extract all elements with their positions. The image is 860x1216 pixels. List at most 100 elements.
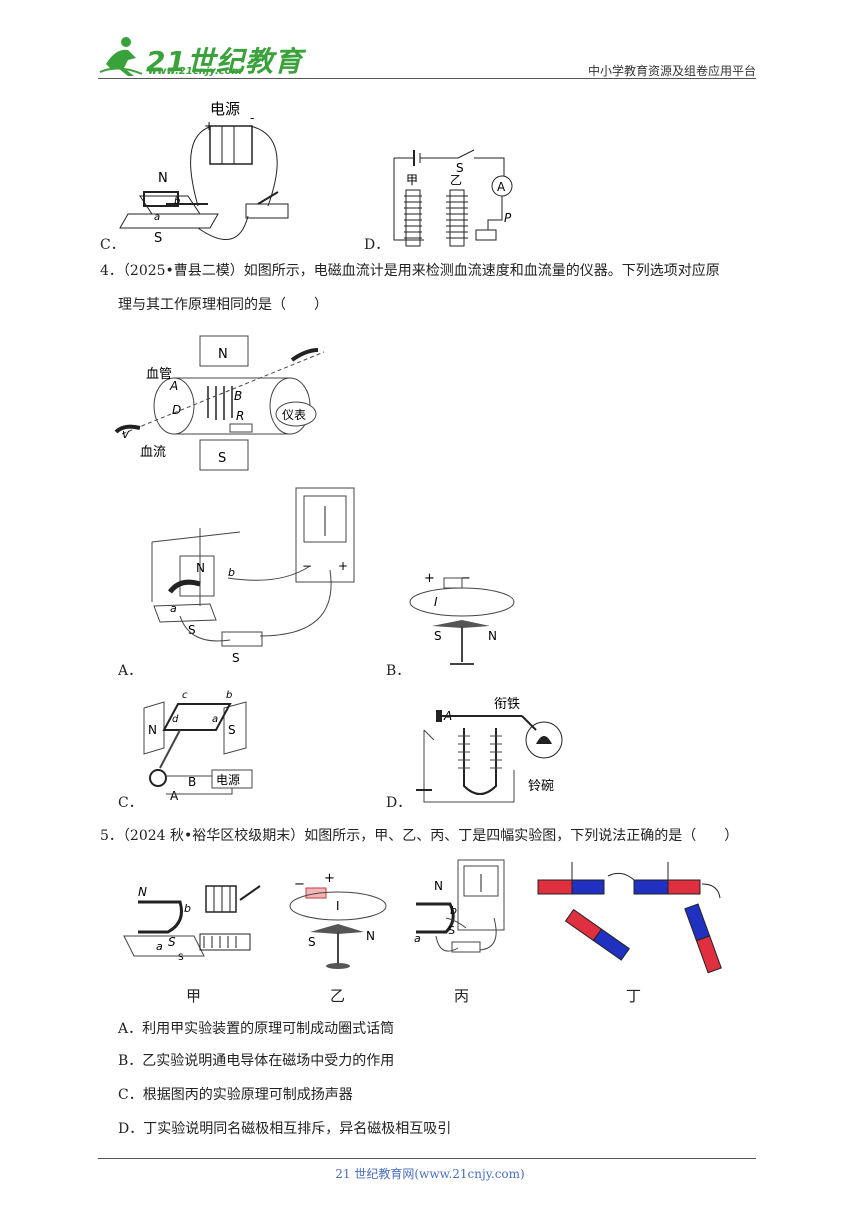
q4-option-b-label: B． [386,663,411,679]
label-s: S [456,161,464,175]
switch-icon [245,203,289,219]
switch-icon [221,631,263,647]
figure-c-top: 电源 + - N b a S [119,100,289,246]
magnet-bar-right-lower-icon [684,903,722,974]
label-bell: 铃碗 [528,778,554,794]
figure-d-top: S A 甲 乙 P [393,149,513,247]
q4-option-d-label: D． [386,795,412,811]
label-r: R [236,409,244,423]
q5-figure-bing: N S a b [414,859,505,953]
minus-sign: − [294,877,305,892]
label-n: N [488,629,497,643]
label-brush-b: B [188,775,196,789]
label-meter: 仪表 [282,408,306,422]
coil-yi-icon [446,189,468,247]
q5-figure-ding [537,862,722,974]
plus-sign: + [424,571,435,586]
minus-sign: − [460,571,471,586]
header-divider [98,78,756,79]
magnet-icon [416,902,455,934]
q4-option-d-figure: A 衔铁 铃碗 [416,697,563,803]
fig-label-yi: 乙 [330,987,346,1005]
footer-divider [98,1158,756,1159]
label-s: S [188,623,196,637]
label-ammeter: A [497,180,506,194]
option-c-label-top: C． [100,237,125,253]
q5-line1: 5．（2024 秋•裕华区校级期末）如图所示，甲、乙、丙、丁是四幅实验图，下列说… [100,828,739,844]
label-s: S [434,629,442,643]
switch-icon [451,941,481,953]
label-c: c [182,690,188,701]
label-power: 电源 [216,773,240,787]
label-brush-a: A [170,789,179,803]
q4-option-b-figure: + − I S N [409,571,515,665]
switch-s-icon [457,149,475,159]
q4-line2: 理与其工作原理相同的是（ ） [118,297,328,313]
label-a: a [414,932,421,945]
label-b: b [228,566,235,579]
magnet-icon [143,191,179,207]
q5-figure-jia: N b a S S [123,885,261,963]
label-current: I [434,595,438,609]
q5-option-c: C．根据图丙的实验原理可制成扬声器 [118,1087,353,1103]
magnet-s-icon [223,701,247,755]
plus-sign: + [204,119,214,133]
q4-option-c-label: C． [118,795,143,811]
label-flow: 血流 [140,445,166,460]
switch-icon [239,885,261,901]
power-label: 电源 [210,100,240,118]
fig-label-ding: 丁 [626,987,642,1005]
coil-jia-icon [404,189,422,247]
label-n: N [218,347,228,362]
q4-option-a-figure: N b a S − + S [151,487,355,665]
magnet-n-icon [143,701,165,755]
q4-line1: 4．（2025•曹县二模）如图所示，电磁血流计是用来检测血流速度和血流量的仪器。… [100,263,720,279]
label-b: b [184,902,191,915]
magnet-bar-left-lower-icon [564,908,630,961]
runner-logo-icon [99,37,143,76]
q5-option-b: B．乙实验说明通电导体在磁场中受力的作用 [118,1053,395,1069]
galvanometer-icon [295,487,355,583]
south-label: S [154,231,162,246]
label-current: I [336,899,340,913]
label-s: S [228,723,236,737]
label-b: b [226,690,232,701]
label-yi: 乙 [450,173,462,187]
rotate-arrow-icon-right [701,883,721,899]
galvanometer-icon [457,859,505,931]
footer-text[interactable]: 21 世纪教育网(www.21cnjy.com) [335,1167,525,1181]
label-b: B [234,389,242,403]
minus-terminal: − [302,559,312,573]
fig-label-jia: 甲 [186,987,202,1005]
q5-figure-yi: − + I S N [289,871,387,969]
label-n: N [138,885,147,899]
bell-icon [525,721,563,759]
label-switch: S [232,651,240,665]
label-s: S [218,451,226,466]
label-s: S [448,924,455,937]
q4-option-c-figure: N S c b d a B A 电源 [143,690,253,803]
label-b: b [174,196,180,207]
label-a: A [169,379,178,393]
commutator-icon [149,769,167,787]
magnet-bar-left-icon [537,862,605,895]
logo [98,34,258,78]
label-v: v [122,427,130,441]
label-s: S [168,935,176,949]
label-n: N [196,561,205,575]
magnet-icon [179,555,215,597]
option-d-label-top: D． [364,237,390,253]
battery-icon [209,125,253,165]
label-n: N [148,723,157,737]
meter-icon [275,401,317,427]
label-a: a [154,212,160,223]
coil-icon [162,703,232,731]
magnet-s-icon [199,439,249,471]
label-d: d [172,714,179,725]
label-s: S [308,935,316,949]
label-b: b [450,904,457,917]
battery-icon [205,885,237,913]
label-n: N [434,879,443,893]
minus-sign: - [250,111,254,125]
rheostat-icon [199,933,251,951]
